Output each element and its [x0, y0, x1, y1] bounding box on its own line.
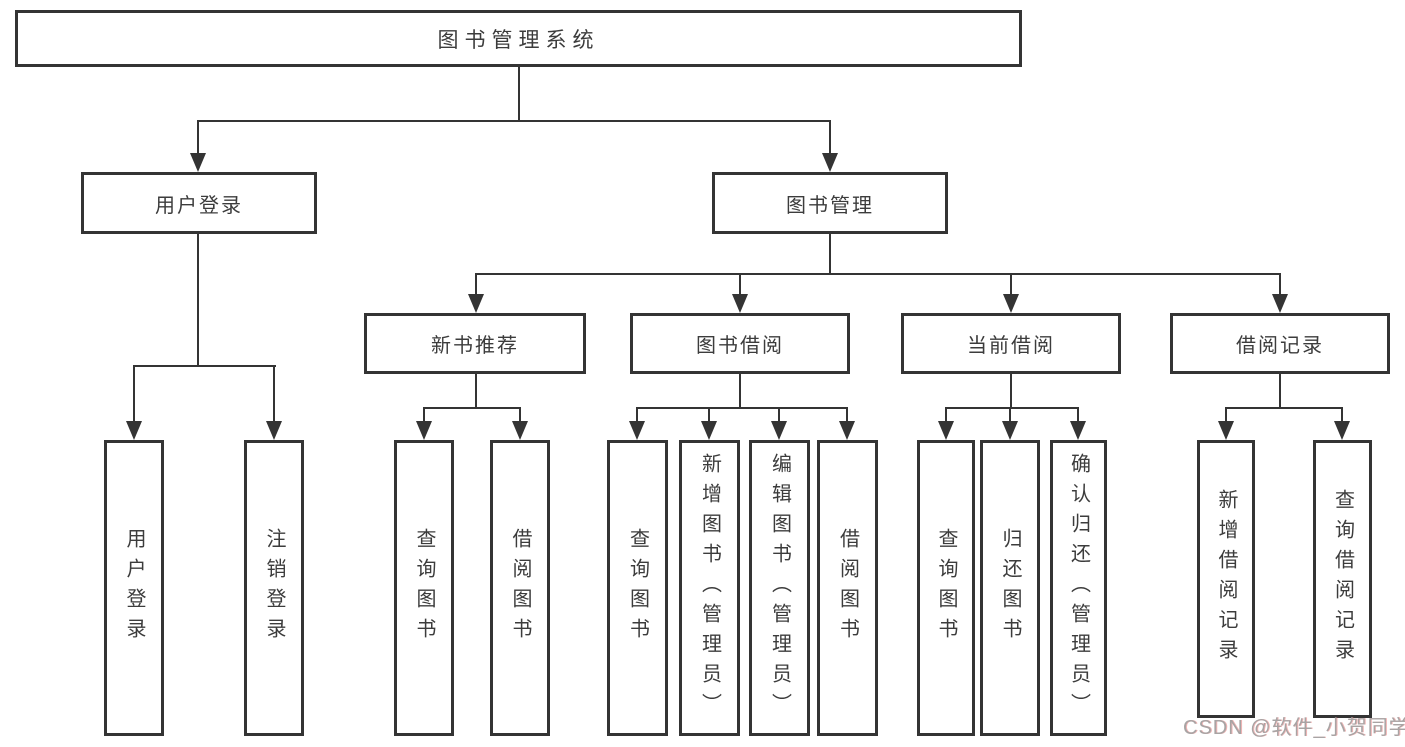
connector-line-leaf-drop	[1225, 407, 1227, 423]
connector-line-drop-current-borrow	[1010, 273, 1012, 295]
arrow-down-icon	[1002, 421, 1018, 440]
arrow-down-icon	[839, 421, 855, 440]
leaf-query-books: 查询图书	[917, 440, 975, 736]
arrow-down-icon	[938, 421, 954, 440]
node-borrowing-records: 借阅记录	[1170, 313, 1390, 374]
connector-line-drop-login	[133, 365, 135, 423]
node-new-book-recommendation: 新书推荐	[364, 313, 586, 374]
connector-line-section-stem	[739, 374, 741, 407]
arrow-down-icon	[512, 421, 528, 440]
arrow-down-icon	[732, 294, 748, 313]
leaf-borrow-books: 借阅图书	[817, 440, 878, 736]
connector-line-drop-borrow-records	[1279, 273, 1281, 295]
arrow-down-icon	[629, 421, 645, 440]
arrow-down-icon	[1334, 421, 1350, 440]
connector-line-level3-rail	[475, 273, 1281, 275]
connector-line-leaf-drop	[778, 407, 780, 423]
csdn-watermark: CSDN @软件_小贺同学	[1183, 717, 1405, 739]
connector-line-leaf-drop	[1077, 407, 1079, 423]
node-library-management-system: 图书管理系统	[15, 10, 1022, 67]
arrow-down-icon	[771, 421, 787, 440]
connector-line-leaf-drop	[1341, 407, 1343, 423]
connector-line-section-stem	[1010, 374, 1012, 407]
leaf-add-borrow-record: 新增借阅记录	[1197, 440, 1255, 718]
arrow-down-icon	[416, 421, 432, 440]
leaf-query-books: 查询图书	[607, 440, 668, 736]
connector-line-drop-user-login	[197, 120, 199, 154]
connector-line-leaf-drop	[708, 407, 710, 423]
arrow-down-icon	[822, 153, 838, 172]
node-current-borrowing: 当前借阅	[901, 313, 1121, 374]
connector-line-leaf-drop	[519, 407, 521, 423]
connector-line-drop-book-borrow	[739, 273, 741, 295]
connector-line-leaf-drop	[945, 407, 947, 423]
connector-line-section-rail	[636, 407, 848, 409]
arrow-down-icon	[1218, 421, 1234, 440]
arrow-down-icon	[1272, 294, 1288, 313]
arrow-down-icon	[1070, 421, 1086, 440]
node-user-login: 用户登录	[81, 172, 317, 234]
arrow-down-icon	[1003, 294, 1019, 313]
connector-line-section-stem	[475, 374, 477, 407]
connector-line-level2-rail	[197, 120, 831, 122]
connector-line-leaf-drop	[1009, 407, 1011, 423]
connector-line-drop-book-management	[829, 120, 831, 154]
node-book-borrowing: 图书借阅	[630, 313, 850, 374]
connector-line-leaf-drop	[423, 407, 425, 423]
leaf-edit-books-admin: 编辑图书（管理员）	[749, 440, 810, 736]
node-book-management: 图书管理	[712, 172, 948, 234]
connector-line-section-stem	[1279, 374, 1281, 407]
connector-line-section-rail	[424, 407, 521, 409]
leaf-user-login: 用户登录	[104, 440, 164, 736]
leaf-query-books: 查询图书	[394, 440, 454, 736]
connector-line-user-login-stem	[197, 234, 199, 365]
leaf-confirm-return-admin: 确认归还（管理员）	[1050, 440, 1107, 736]
arrow-down-icon	[190, 153, 206, 172]
leaf-query-borrow-record: 查询借阅记录	[1313, 440, 1372, 718]
leaf-logout: 注销登录	[244, 440, 304, 736]
arrow-down-icon	[126, 421, 142, 440]
connector-line-section-rail	[1225, 407, 1343, 409]
leaf-add-books-admin: 新增图书（管理员）	[679, 440, 740, 736]
connector-line-drop-new-book	[475, 273, 477, 295]
leaf-borrow-books: 借阅图书	[490, 440, 550, 736]
connector-line-leaf-drop	[846, 407, 848, 423]
connector-line-book-management-stem	[829, 234, 831, 273]
connector-line-leaf-drop	[636, 407, 638, 423]
arrow-down-icon	[468, 294, 484, 313]
arrow-down-icon	[266, 421, 282, 440]
arrow-down-icon	[701, 421, 717, 440]
connector-line-section-rail	[945, 407, 1079, 409]
connector-line-drop-logout	[273, 365, 275, 423]
connector-line-root-stem	[518, 67, 520, 120]
leaf-return-books: 归还图书	[980, 440, 1040, 736]
connector-line-user-login-rail	[133, 365, 276, 367]
